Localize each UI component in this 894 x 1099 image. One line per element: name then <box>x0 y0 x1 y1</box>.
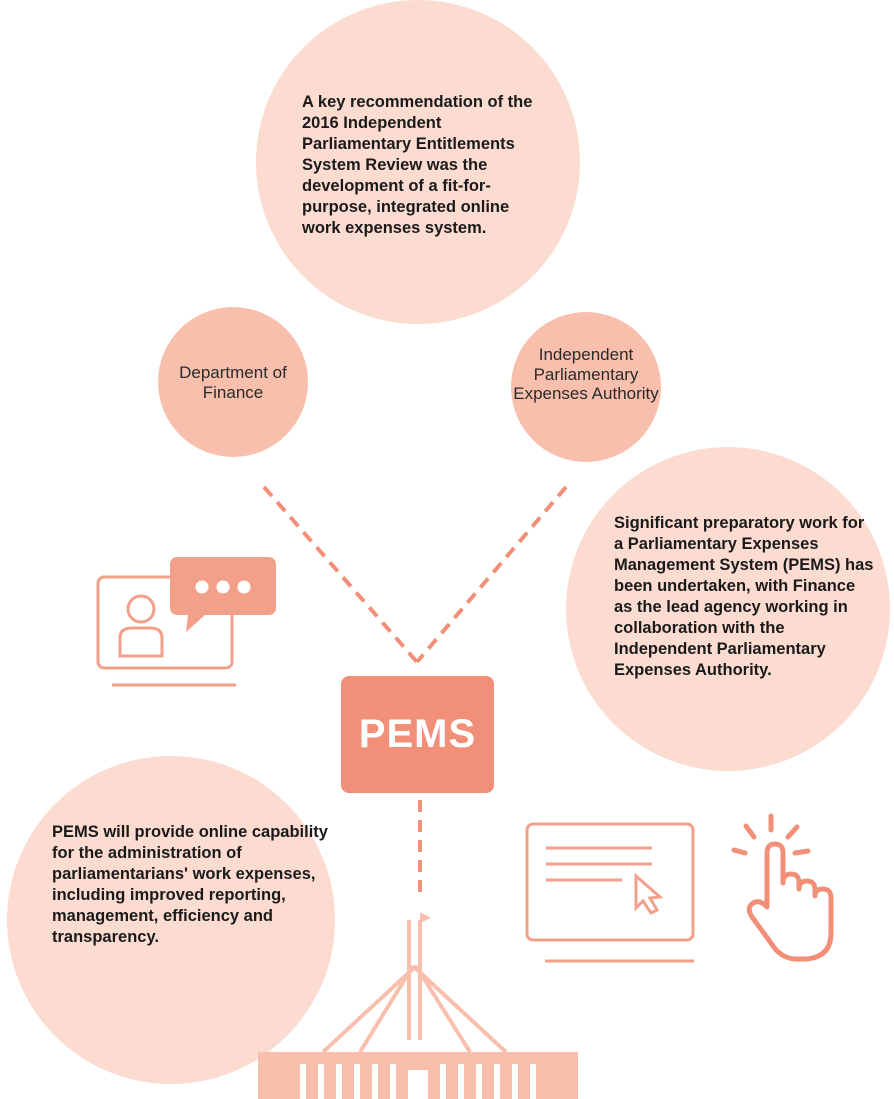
pems-box: PEMS <box>341 676 494 793</box>
right-circle-text: Significant preparatory work for a Parli… <box>614 514 874 679</box>
right-info-circle <box>566 447 890 771</box>
pems-label: PEMS <box>358 712 477 756</box>
left-info-circle <box>7 756 335 1084</box>
top-circle-text: A key recommendation of the 2016 Indepen… <box>302 93 533 237</box>
video-chat-icon <box>96 557 276 687</box>
tap-hand-icon <box>731 813 834 962</box>
finance-node-label: Department of Finance <box>179 363 287 402</box>
left-circle-text: PEMS will provide online capability for … <box>52 823 328 946</box>
connector-finance-to-pems <box>262 485 419 664</box>
computer-cursor-icon <box>525 822 695 963</box>
ipea-node-label: Independent Parliamentary Expenses Autho… <box>513 345 659 403</box>
parliament-house-icon <box>258 912 578 1099</box>
ipea-node <box>511 312 661 462</box>
finance-node <box>158 307 308 457</box>
top-info-circle <box>256 0 580 324</box>
connector-ipea-to-pems <box>415 485 568 664</box>
